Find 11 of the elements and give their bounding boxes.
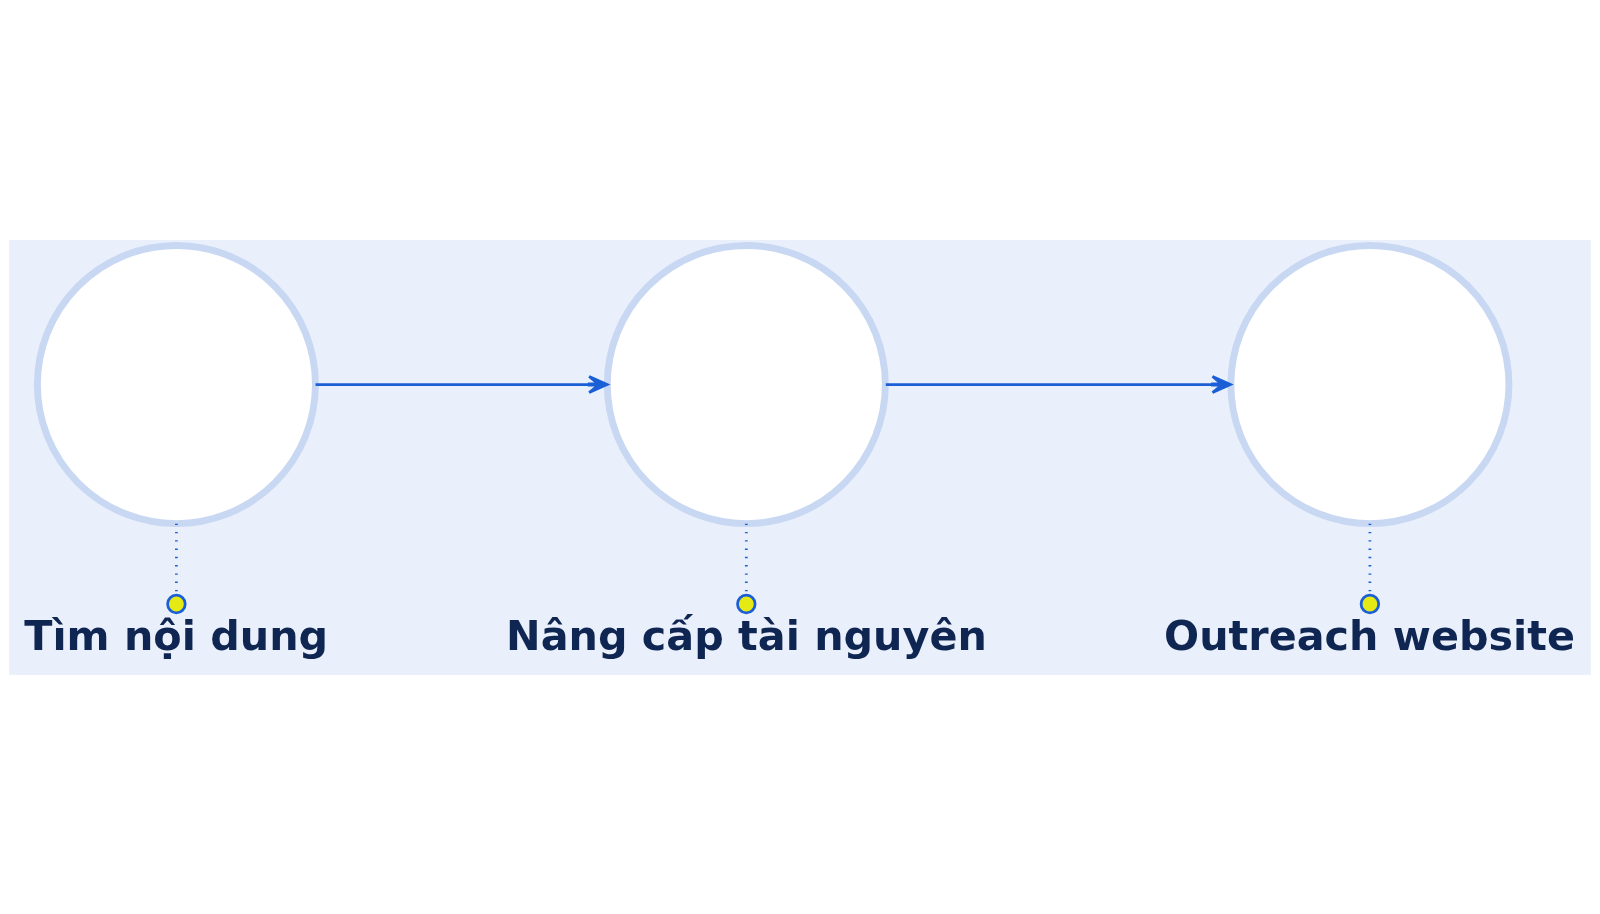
node-text: Outreach website — [1164, 611, 1575, 660]
node-circle — [1227, 241, 1513, 527]
arrow — [885, 374, 1232, 394]
connector — [736, 523, 757, 614]
connector — [166, 523, 187, 614]
node-text: Nâng cấp tài nguyên — [506, 611, 987, 660]
node-text: Tìm nội dung — [24, 611, 329, 660]
node-circle — [603, 241, 889, 527]
node-circle — [33, 241, 319, 527]
connector — [1359, 523, 1381, 614]
arrow — [315, 374, 609, 394]
